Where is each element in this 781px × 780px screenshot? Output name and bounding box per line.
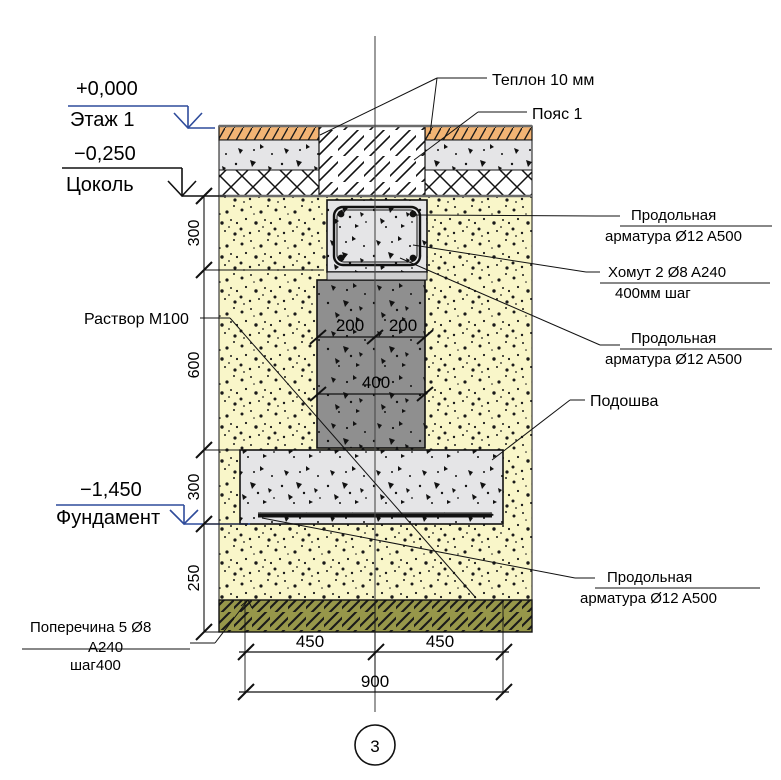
horizontal-dimension-chain [237,600,513,701]
dim-horizontal-0: 450 [296,632,324,651]
annotation-poyas: Пояс 1 [532,106,583,123]
stirrup-outline [332,205,422,267]
annotation-stirrup: Хомут 2 Ø8 A240 400мм шаг [600,264,770,302]
level-name-1: Цоколь [66,174,134,196]
level-elevation-2: −1,450 [80,479,142,501]
annotation-teplon: Теплон 10 мм [492,72,594,89]
annotation-poperechina-line1: Поперечина 5 Ø8 [30,619,151,636]
annotation-poperechina: Поперечина 5 Ø8 А240 шаг400 [22,619,190,674]
rebar-dot [337,210,345,218]
stirrup-inner [336,209,418,263]
dim-vertical-2: 300 [186,474,203,501]
pier-dimension-200 [309,329,434,345]
annotation-rebar-mid-line1: Продольная [631,330,716,347]
belt-poyas-1 [326,199,428,273]
level-name-0: Этаж 1 [70,109,135,131]
rebar-dot [409,254,417,262]
dim-vertical-3: 250 [186,565,203,592]
annotation-teplon-line1: Теплон 10 мм [492,72,594,89]
rebar-dot [337,254,345,262]
annotation-rastvor-line1: Раствор М100 [84,311,189,328]
dim-horizontal-1: 450 [426,632,454,651]
annotation-rebar-bottom: Продольная арматура Ø12 A500 [580,569,760,607]
annotation-rebar-mid: Продольная арматура Ø12 A500 [605,330,772,368]
annotation-poyas-line1: Пояс 1 [532,106,583,123]
leader-lines [190,77,620,644]
annotation-poperechina-line2: А240 [88,639,123,656]
vertical-dimension-chain [195,187,324,641]
pier-dimension-400 [309,386,434,402]
footing-slab [239,449,504,525]
annotation-rastvor: Раствор М100 [84,311,189,328]
annotation-rebar-top-line2: арматура Ø12 A500 [605,228,742,245]
dim-pier-2: 400 [362,373,390,392]
dim-vertical-1: 600 [186,352,203,379]
pier-block [316,271,428,449]
annotation-stirrup-line1: Хомут 2 Ø8 A240 [608,264,726,281]
level-marker-0: +0,000 Этаж 1 [68,78,215,131]
level-name-2: Фундамент [56,507,160,529]
annotation-stirrup-line2: 400мм шаг [615,285,691,302]
annotation-podoshva-line1: Подошва [590,393,658,410]
annotation-rebar-mid-line2: арматура Ø12 A500 [605,351,742,368]
dim-horizontal-2: 900 [361,672,389,691]
annotation-rebar-top-line1: Продольная [631,207,716,224]
vertical-dimension-labels: 300 600 300 250 [186,220,203,592]
level-marker-1: −0,250 Цоколь [62,143,219,198]
level-elevation-0: +0,000 [76,78,138,100]
axis-marker-label: 3 [370,737,379,756]
annotation-rebar-bot-line1: Продольная [607,569,692,586]
center-axis: 3 [354,36,396,766]
axis-bubble [354,724,396,766]
level-elevation-1: −0,250 [74,143,136,165]
dim-pier-1: 200 [389,316,417,335]
annotation-rebar-bot-line2: арматура Ø12 A500 [580,590,717,607]
annotation-rebar-top: Продольная арматура Ø12 A500 [605,207,772,245]
rebar-dot [409,210,417,218]
annotation-podoshva: Подошва [590,393,658,410]
annotation-poperechina-line3: шаг400 [70,657,121,674]
dim-pier-0: 200 [336,316,364,335]
dim-vertical-0: 300 [186,220,203,247]
